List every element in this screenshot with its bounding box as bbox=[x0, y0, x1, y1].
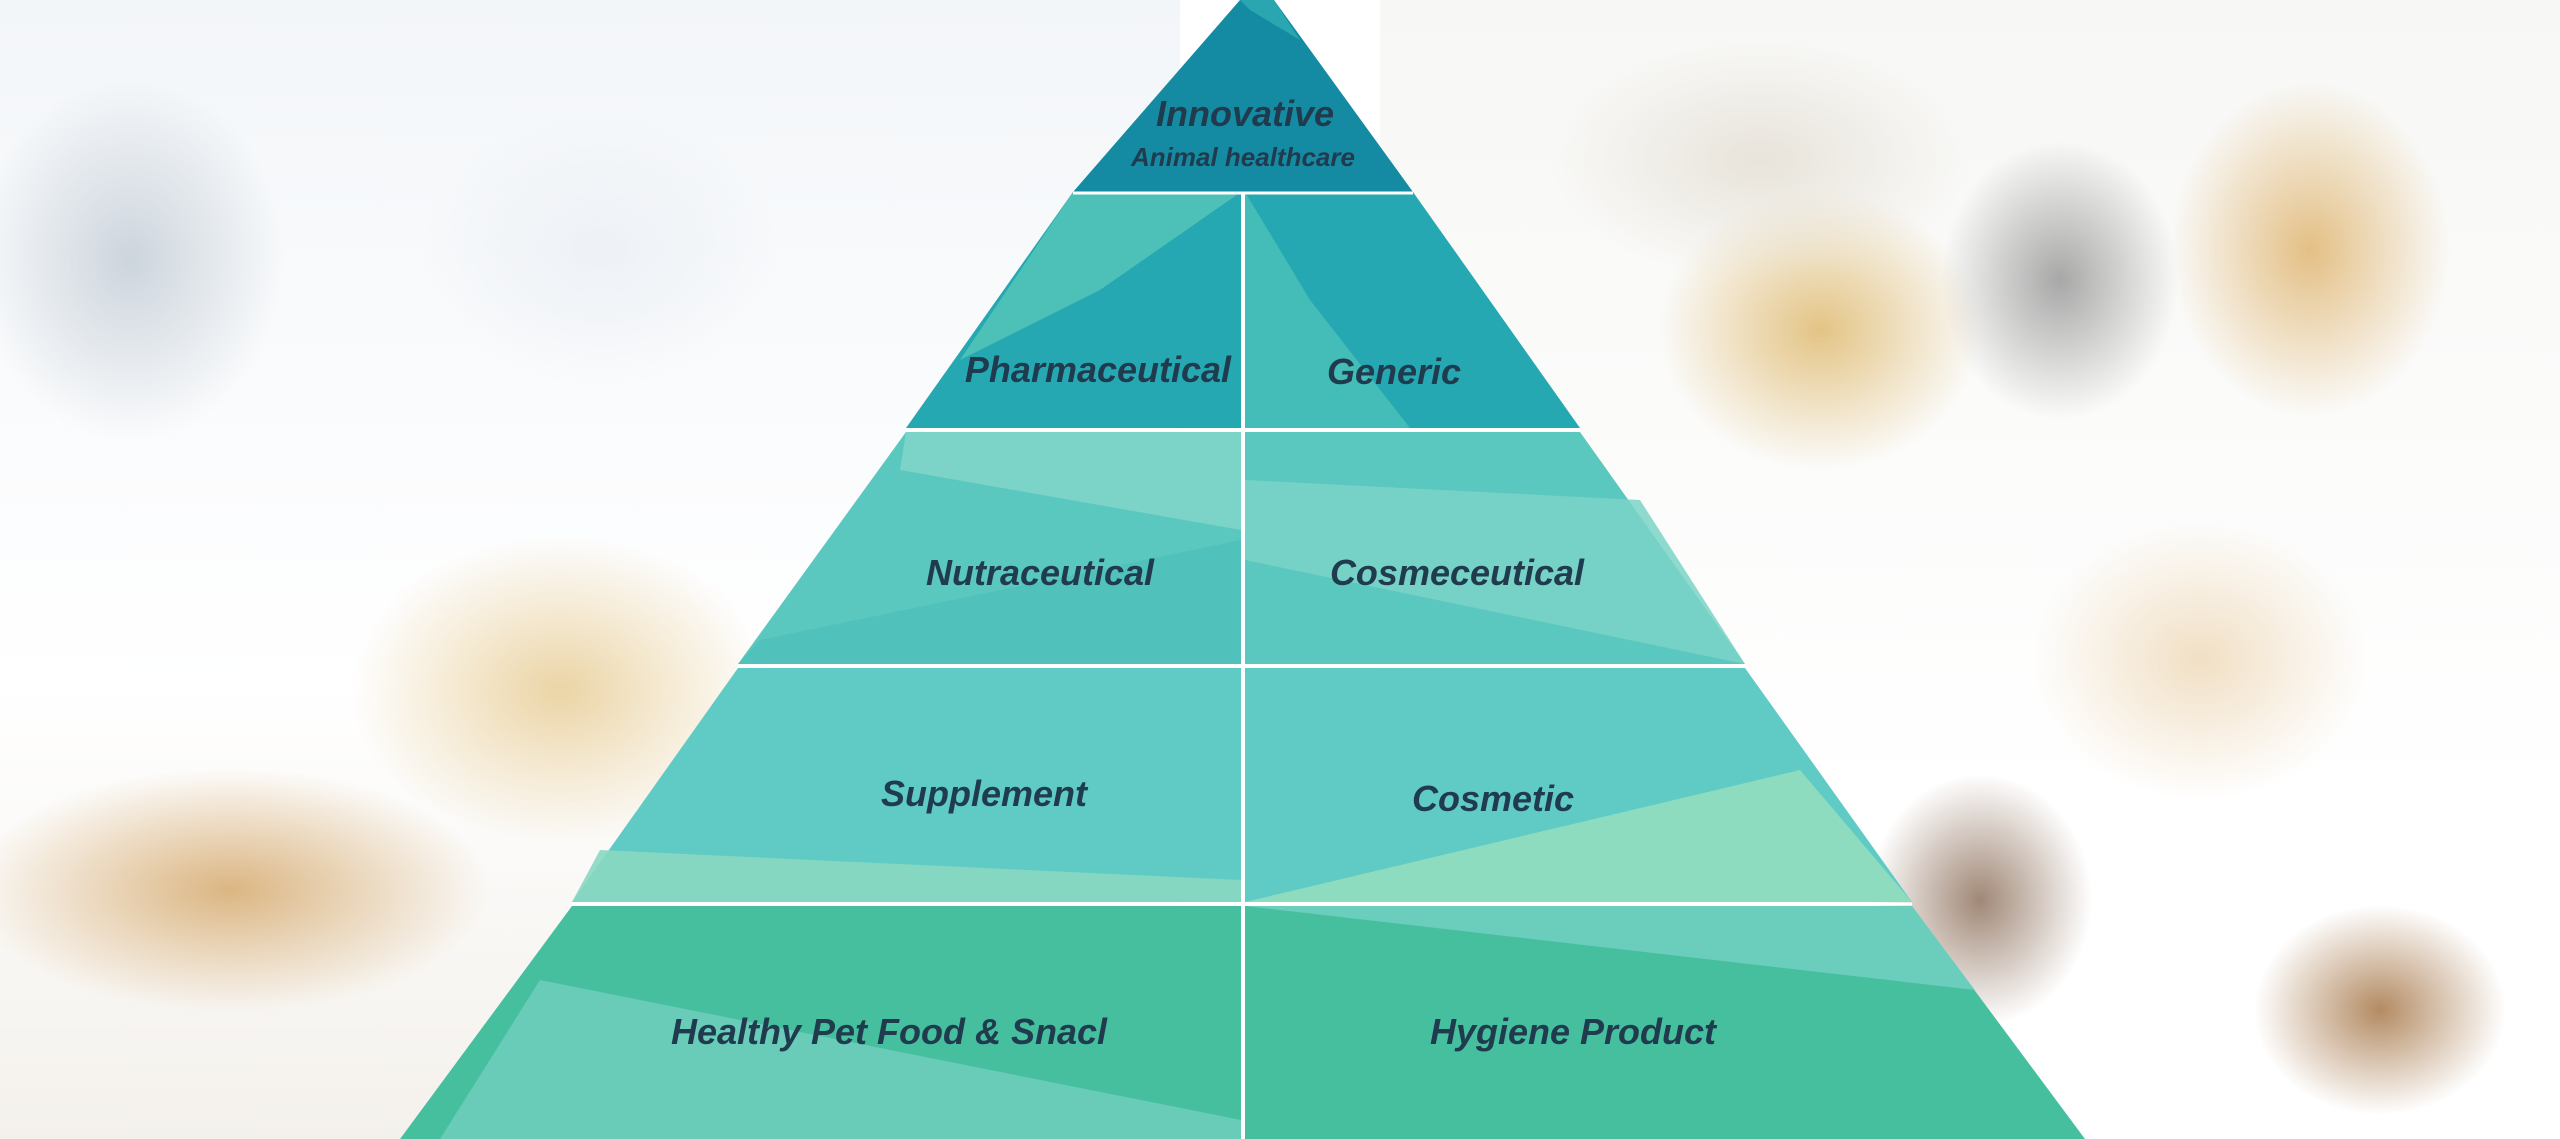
apex-facet bbox=[1240, 0, 1300, 40]
apex-segment bbox=[1073, 0, 1413, 192]
tier3-left-segment bbox=[572, 668, 1241, 902]
tier-label-pharmaceutical: Pharmaceutical bbox=[965, 349, 1232, 390]
tier3-left-facet bbox=[572, 850, 1241, 902]
tier-label-nutraceutical: Nutraceutical bbox=[926, 552, 1155, 593]
tier-label-cosmeceutical: Cosmeceutical bbox=[1330, 552, 1585, 593]
apex-subtitle: Animal healthcare bbox=[1130, 142, 1355, 172]
tier1-left-segment bbox=[906, 192, 1241, 428]
apex-title: Innovative bbox=[1156, 93, 1334, 134]
tier1-left-facet bbox=[960, 192, 1241, 360]
tier-label-healthy-pet-food: Healthy Pet Food & Snacl bbox=[671, 1011, 1108, 1052]
tier-label-supplement: Supplement bbox=[881, 773, 1089, 814]
tier2-right-facet bbox=[1245, 480, 1745, 664]
tier-label-generic: Generic bbox=[1327, 351, 1461, 392]
tier1-right-facet bbox=[1245, 192, 1410, 428]
tier4-right-facet bbox=[1245, 906, 1975, 990]
tier3-right-facet bbox=[1245, 770, 1912, 902]
tier4-left-facet bbox=[440, 980, 1241, 1139]
tier2-left-facet bbox=[900, 432, 1241, 530]
tier2-left-facet-lower bbox=[738, 540, 1241, 664]
tier-label-hygiene-product: Hygiene Product bbox=[1430, 1011, 1718, 1052]
tier-label-cosmetic: Cosmetic bbox=[1412, 778, 1574, 819]
